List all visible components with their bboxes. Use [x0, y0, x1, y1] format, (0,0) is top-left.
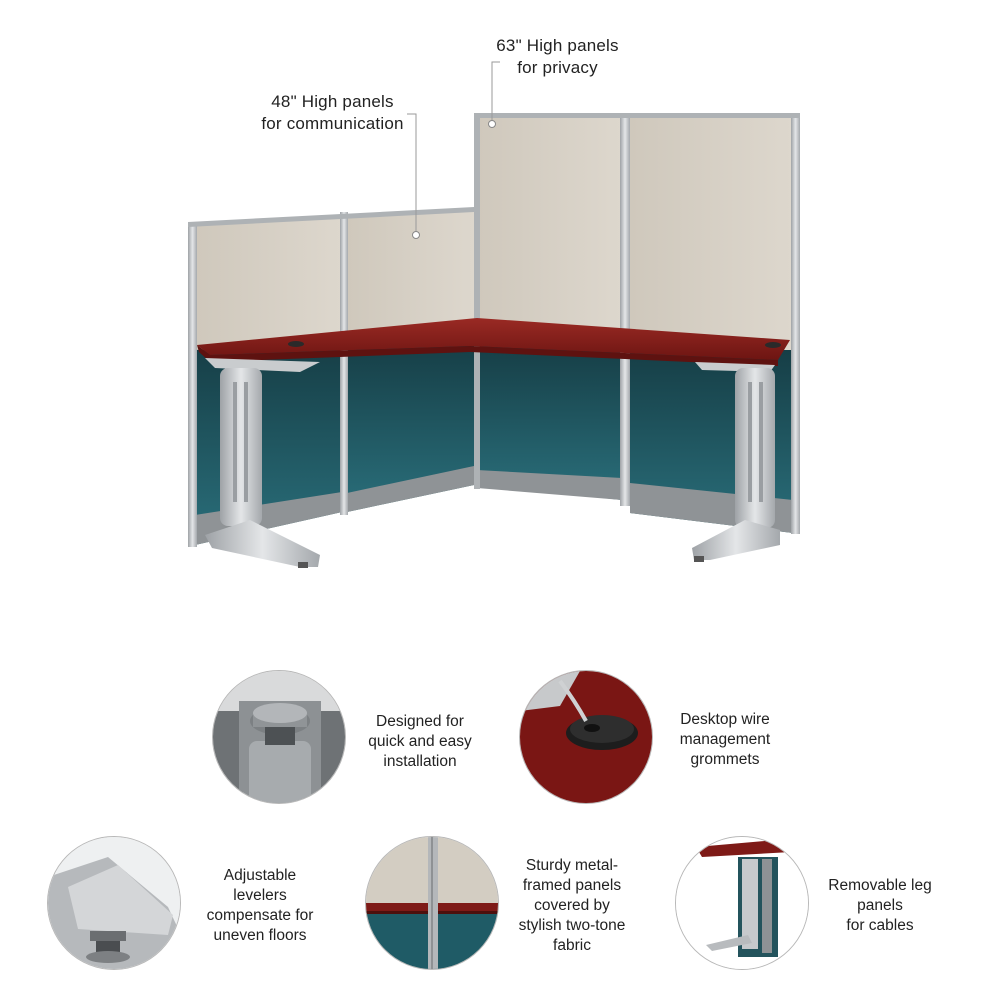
callout-high-panels: 63" High panels for privacy [470, 35, 645, 79]
right-leg [692, 362, 780, 562]
callout-leader-lines [407, 61, 500, 234]
feature-panels-line: stylish two-tone [518, 917, 626, 934]
desk-top [197, 318, 790, 366]
feature-leg-panels-text: Removable leg panels for cables [810, 876, 950, 936]
cubicle-workstation-illustration [188, 61, 800, 568]
feature-levelers-line: compensate for [206, 907, 314, 924]
panel-fabric-icon [365, 836, 499, 970]
feature-panels-line: Sturdy metal- [525, 857, 619, 874]
callout-high-line-1: 63" High panels [496, 36, 619, 55]
feature-panels-line: framed panels [522, 877, 622, 894]
feature-grommets-line: Desktop wire [680, 711, 770, 728]
feature-leg-panels-line: Removable leg [828, 877, 932, 894]
feature-grommets-line: management [679, 731, 771, 748]
feature-grommets-line: grommets [690, 751, 760, 768]
feature-installation-line: quick and easy [368, 733, 472, 750]
feature-levelers-line: Adjustable [223, 867, 297, 884]
callout-high-line-2: for privacy [517, 58, 598, 77]
leveler-icon [47, 836, 181, 970]
leg-panel-icon [675, 836, 809, 970]
callout-dot-high [488, 120, 496, 128]
callout-low-panels: 48" High panels for communication [240, 91, 425, 135]
feature-levelers-text: Adjustable levelers compensate for uneve… [190, 866, 330, 946]
feature-installation-line: Designed for [376, 713, 464, 730]
feature-panels-line: covered by [534, 897, 610, 914]
feature-leg-panels-line: panels [857, 897, 903, 914]
feature-levelers-line: levelers [233, 887, 287, 904]
left-leg [205, 358, 320, 568]
feature-leg-panels-line: for cables [846, 917, 914, 934]
callout-low-line-1: 48" High panels [271, 92, 394, 111]
grommet-icon [519, 670, 653, 804]
callout-low-line-2: for communication [261, 114, 404, 133]
feature-grommets-text: Desktop wire management grommets [655, 710, 795, 770]
low-panels [188, 207, 474, 547]
feature-installation-text: Designed for quick and easy installation [350, 712, 490, 772]
callout-dot-low [412, 231, 420, 239]
feature-installation-line: installation [383, 753, 457, 770]
panel-connector-icon [212, 670, 346, 804]
feature-levelers-line: uneven floors [213, 927, 307, 944]
feature-panels-line: fabric [553, 937, 591, 954]
feature-panels-text: Sturdy metal- framed panels covered by s… [502, 856, 642, 956]
